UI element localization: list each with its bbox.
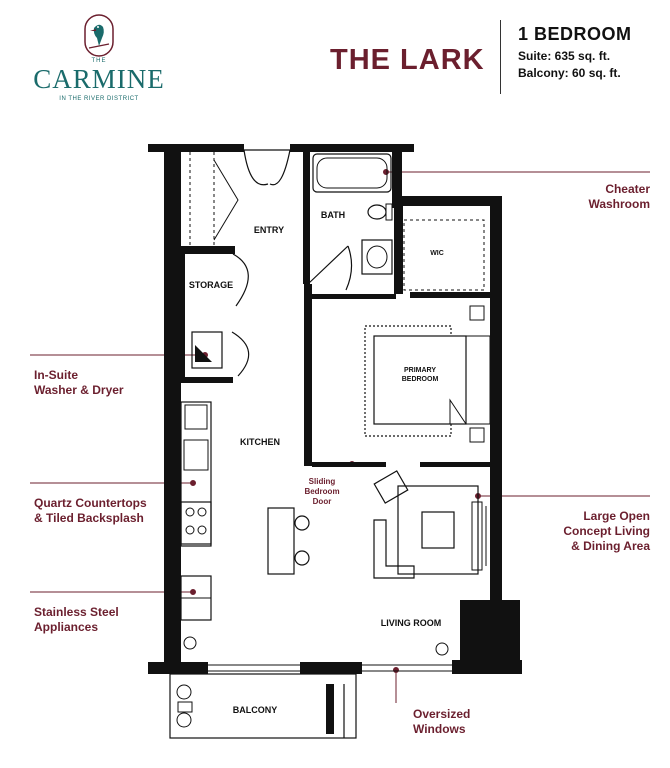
- bathtub: [312, 153, 392, 193]
- unit-balcony-size: Balcony: 60 sq. ft.: [518, 66, 621, 80]
- callout-living-line3: & Dining Area: [571, 539, 650, 553]
- brand-the: THE: [91, 58, 107, 64]
- sliding-door-line3: Door: [313, 497, 332, 506]
- entry-closet: [189, 152, 215, 246]
- callout-living-line1: Large Open: [583, 509, 650, 523]
- callout-stainless: Stainless Steel Appliances: [34, 605, 184, 635]
- unit-suite-size: Suite: 635 sq. ft.: [518, 49, 611, 63]
- washer-dryer-symbol: [195, 345, 212, 362]
- callout-living-line2: Concept Living: [563, 524, 650, 538]
- balcony-chair: [176, 712, 192, 728]
- kingfisher-logo-icon: [84, 14, 114, 57]
- toilet: [367, 204, 387, 220]
- balcony-table: [177, 701, 193, 713]
- brand-logo: THE CARMINE IN THE RIVER DISTRICT: [24, 14, 174, 104]
- doors: [231, 149, 353, 377]
- callout-quartz-line2: & Tiled Backsplash: [34, 511, 144, 525]
- dishwasher: [183, 439, 209, 471]
- tv-console: [471, 501, 483, 571]
- callout-washer-line2: Washer & Dryer: [34, 383, 124, 397]
- callout-steel-line2: Appliances: [34, 620, 99, 634]
- nightstand: [469, 305, 485, 321]
- callout-washer-line1: In-Suite: [34, 368, 78, 382]
- room-bath: BATH: [321, 210, 345, 220]
- room-primary-bedroom-line2: BEDROOM: [402, 376, 439, 383]
- room-wic: WIC: [430, 250, 444, 257]
- bathtub-basin: [316, 157, 388, 189]
- vanity: [361, 239, 393, 275]
- callout-cheater-line1: Cheater: [605, 182, 650, 196]
- room-storage: STORAGE: [189, 280, 233, 290]
- armchair: [373, 470, 409, 504]
- room-primary-bedroom-line1: PRIMARY: [404, 367, 436, 374]
- kitchen-counter: [180, 401, 212, 547]
- room-balcony: BALCONY: [233, 705, 278, 715]
- cooktop-burners: [185, 507, 207, 535]
- balcony-chair: [176, 684, 192, 700]
- sectional-sofa: [373, 519, 415, 579]
- primary-bed: [373, 335, 467, 425]
- callout-quartz-line1: Quartz Countertops: [34, 496, 147, 510]
- kitchen-sink: [184, 404, 208, 430]
- sliding-door-line1: Sliding: [309, 477, 336, 486]
- callout-windows-line2: Windows: [413, 722, 466, 736]
- room-living: LIVING ROOM: [381, 618, 442, 628]
- washer-dryer: [191, 331, 223, 369]
- sink: [366, 245, 388, 269]
- sliding-door-line2: Bedroom: [304, 487, 339, 496]
- stool: [294, 515, 310, 531]
- plant: [435, 642, 449, 656]
- brand-subtitle: IN THE RIVER DISTRICT: [59, 96, 139, 102]
- plan-title: THE LARK: [330, 44, 485, 76]
- kitchen-island: [267, 507, 295, 575]
- windows: [208, 664, 452, 672]
- closet-bifold: [213, 159, 239, 241]
- balcony-outline: [169, 673, 357, 739]
- callout-windows-line1: Oversized: [413, 707, 471, 721]
- callout-washer-dryer: In-Suite Washer & Dryer: [34, 368, 184, 398]
- cooktop: [180, 501, 212, 545]
- stool: [294, 550, 310, 566]
- brand-name: CARMINE: [33, 64, 165, 94]
- room-kitchen: KITCHEN: [240, 437, 280, 447]
- callout-windows: Oversized Windows: [413, 707, 533, 737]
- plant: [183, 636, 197, 650]
- callout-steel-line1: Stainless Steel: [34, 605, 119, 619]
- walls: [148, 144, 522, 674]
- nightstand: [469, 427, 485, 443]
- callout-cheater-line2: Washroom: [588, 197, 650, 211]
- wic-shelving: [403, 219, 485, 291]
- bed-headboard: [465, 335, 491, 425]
- callout-living: Large Open Concept Living & Dining Area: [520, 509, 650, 554]
- callout-quartz: Quartz Countertops & Tiled Backsplash: [34, 496, 184, 526]
- toilet-tank: [385, 203, 393, 221]
- living-rug: [397, 485, 479, 575]
- room-entry: ENTRY: [254, 225, 284, 235]
- bed-sheet: [449, 398, 467, 425]
- coffee-table: [421, 511, 455, 549]
- header-divider: [500, 20, 501, 94]
- callout-cheater-washroom: Cheater Washroom: [520, 182, 650, 212]
- unit-type: 1 BEDROOM: [518, 24, 632, 44]
